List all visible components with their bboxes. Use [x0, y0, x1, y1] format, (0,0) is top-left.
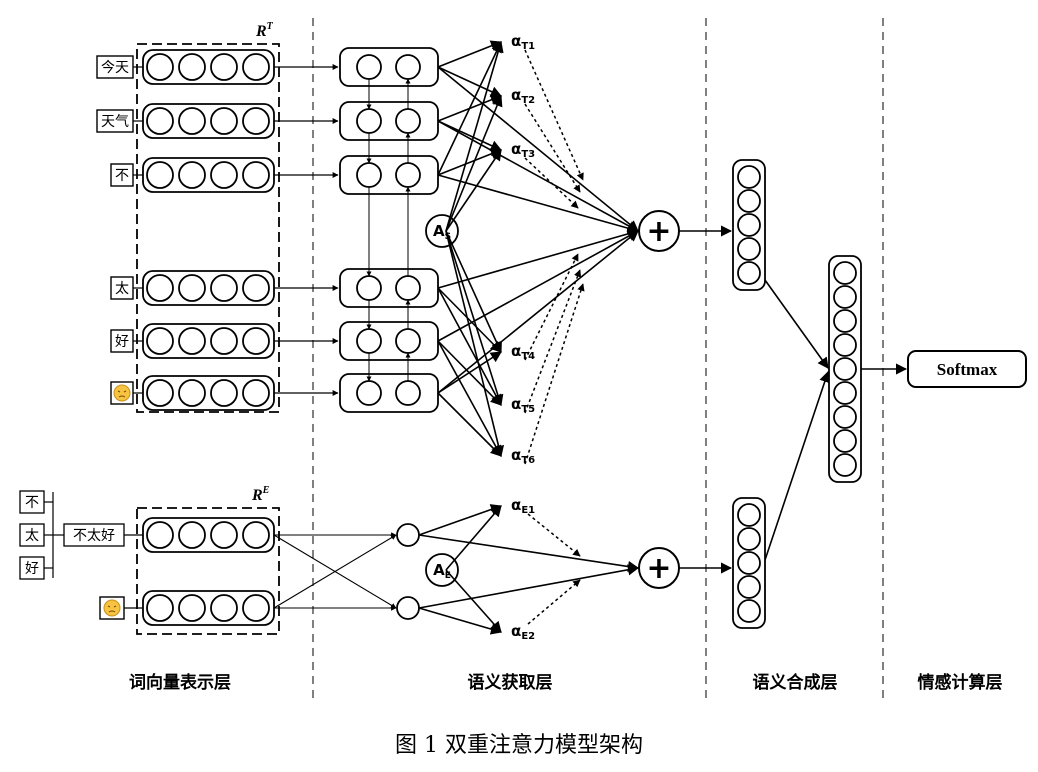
emotion-hidden-node-2 — [396, 596, 420, 620]
bilstm-cell-4 — [339, 268, 439, 308]
bilstm-cell-3 — [339, 155, 439, 195]
rt-label: RT — [255, 21, 274, 40]
bilstm-cell-2 — [339, 101, 439, 141]
alpha-e-1: αE1 — [511, 496, 535, 516]
bilstm-cell-1 — [339, 47, 439, 87]
sum-node-e: + — [638, 547, 680, 589]
synthesis-vectors — [732, 159, 862, 629]
token-1: 今天 — [96, 55, 134, 79]
token-2: 天气 — [96, 109, 134, 133]
concatenated-vector — [828, 255, 862, 483]
alpha-t-4: αT4 — [511, 342, 535, 362]
synthesis-vector-t — [732, 159, 766, 291]
re-label: RE — [251, 485, 270, 504]
figure-caption: 图 1 双重注意力模型架构 — [395, 733, 643, 758]
emotion-char-3: 好 — [19, 556, 45, 580]
emotion-hidden-node-1 — [396, 523, 420, 547]
synthesis-vector-e — [732, 497, 766, 629]
emotion-group: 不太好 不太好 — [19, 490, 143, 580]
layer-label-sentiment-computation: 情感计算层 — [918, 672, 1003, 693]
alpha-t-3: αT3 — [511, 140, 535, 160]
svg-text:AE: AE — [433, 561, 451, 581]
bilstm-cell-5 — [339, 321, 439, 361]
svg-text:不: 不 — [115, 168, 129, 184]
token-5: 好 — [110, 329, 134, 353]
layer-separators — [312, 18, 884, 700]
bilstm-cells — [339, 47, 439, 413]
connections — [273, 40, 908, 635]
alpha-e-2: αE2 — [511, 622, 535, 642]
svg-text:好: 好 — [115, 334, 129, 350]
word-vector-4 — [142, 270, 275, 306]
svg-text:不: 不 — [25, 495, 39, 511]
token-4: 太 — [110, 276, 134, 300]
bilstm-cell-6 — [339, 373, 439, 413]
alpha-t-2: αT2 — [511, 86, 535, 106]
word-vector-2 — [142, 103, 275, 139]
svg-text:好: 好 — [25, 561, 39, 577]
svg-text:今天: 今天 — [101, 60, 129, 76]
emotion-char-2: 太 — [19, 523, 45, 547]
softmax-box: Softmax — [907, 350, 1027, 388]
svg-text:+: + — [646, 214, 671, 249]
word-vector-1 — [142, 49, 275, 85]
svg-text:太: 太 — [25, 528, 39, 544]
token-3: 不 — [110, 163, 134, 187]
token-6 — [110, 381, 134, 405]
emotion-vector-2 — [142, 590, 275, 626]
svg-text:天气: 天气 — [101, 114, 129, 130]
alpha-t-6: αT6 — [511, 446, 535, 466]
re-dashed-region — [136, 507, 280, 635]
attention-node-e: AE — [425, 553, 459, 587]
svg-text:太: 太 — [115, 281, 129, 297]
word-vector-3 — [142, 157, 275, 193]
layer-label-word-vector: 词向量表示层 — [129, 672, 231, 693]
layer-label-semantic-acquisition: 语义获取层 — [468, 672, 553, 693]
word-vector-6 — [142, 375, 275, 411]
alpha-t-5: αT5 — [511, 395, 535, 415]
emotion-phrase: 不太好 — [73, 528, 115, 544]
svg-text:+: + — [646, 551, 671, 586]
softmax-label: Softmax — [937, 360, 998, 379]
word-vector-5 — [142, 323, 275, 359]
sum-node-t: + — [638, 210, 680, 252]
emotion-emoji — [99, 596, 125, 620]
emotion-char-1: 不 — [19, 490, 45, 514]
alpha-t-1: αT1 — [511, 32, 535, 52]
layer-label-semantic-synthesis: 语义合成层 — [753, 672, 838, 693]
alpha-labels: αT1 αT2 αT3 αT4 αT5 αT6 αE1 αE2 — [511, 32, 535, 642]
emotion-vector-1 — [142, 517, 275, 553]
